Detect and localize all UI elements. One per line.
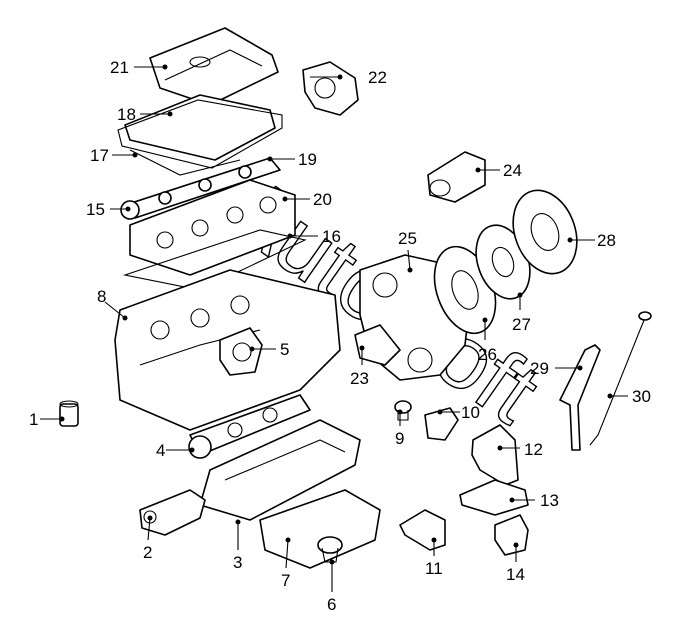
part-18-head-cover xyxy=(117,94,283,169)
callout-26: 26 xyxy=(478,345,497,364)
callout-23: 23 xyxy=(350,369,369,388)
callout-29: 29 xyxy=(530,359,549,378)
callout-19: 19 xyxy=(298,150,317,169)
part-23-bracket xyxy=(354,324,401,366)
part-29-dipstick-tube xyxy=(559,344,601,451)
part-14-rear-mount xyxy=(494,514,529,556)
callout-28: 28 xyxy=(597,231,616,250)
part-9-sensor xyxy=(394,400,412,421)
callout-3: 3 xyxy=(233,553,242,572)
part-30-dipstick xyxy=(589,317,646,446)
part-24-starter xyxy=(427,151,486,203)
callout-4: 4 xyxy=(156,441,165,460)
part-12-engine-mount xyxy=(471,424,519,486)
callout-11: 11 xyxy=(425,559,443,578)
part-4-crankshaft xyxy=(188,394,311,459)
part-16-head-gasket xyxy=(122,229,307,291)
part-22-throttle-body xyxy=(302,61,359,116)
callout-21: 21 xyxy=(110,58,129,77)
callout-12: 12 xyxy=(524,440,543,459)
callout-22: 22 xyxy=(368,68,387,87)
callout-6: 6 xyxy=(327,595,336,614)
callout-20: 20 xyxy=(313,190,332,209)
callout-30: 30 xyxy=(632,387,651,406)
part-10-thermostat xyxy=(424,407,459,441)
leader-lines xyxy=(40,64,628,592)
part-20-cylinder-head xyxy=(129,179,296,276)
callout-25: 25 xyxy=(398,229,417,248)
callout-8: 8 xyxy=(97,287,106,306)
callout-7: 7 xyxy=(281,571,290,590)
callout-24: 24 xyxy=(503,161,522,180)
callout-13: 13 xyxy=(540,491,559,510)
callout-10: 10 xyxy=(461,403,480,422)
part-21-cover xyxy=(149,27,279,106)
part-1-oil-filter xyxy=(59,400,79,427)
part-17-seal xyxy=(129,149,241,176)
callout-1: 1 xyxy=(29,410,38,429)
part-7-lower-pan xyxy=(259,489,381,569)
callout-2: 2 xyxy=(143,543,152,562)
callout-16: 16 xyxy=(322,227,341,246)
part-5-pump xyxy=(219,327,263,376)
callout-labels: 1 2 3 4 5 6 7 8 9 10 11 12 13 14 15 16 1… xyxy=(29,58,651,614)
callout-14: 14 xyxy=(506,565,525,584)
part-15-camshaft xyxy=(120,157,281,220)
part-28-pressure-plate xyxy=(512,189,578,275)
callout-9: 9 xyxy=(395,429,404,448)
part-13-mount-bracket xyxy=(459,479,529,516)
callout-18: 18 xyxy=(117,105,136,124)
part-2-oil-pump xyxy=(139,489,206,536)
callout-15: 15 xyxy=(86,200,105,219)
part-11-housing xyxy=(399,509,446,551)
callout-17: 17 xyxy=(90,146,109,165)
callout-27: 27 xyxy=(512,315,531,334)
part-30-dipstick-handle xyxy=(638,311,652,321)
callout-5: 5 xyxy=(280,340,289,359)
